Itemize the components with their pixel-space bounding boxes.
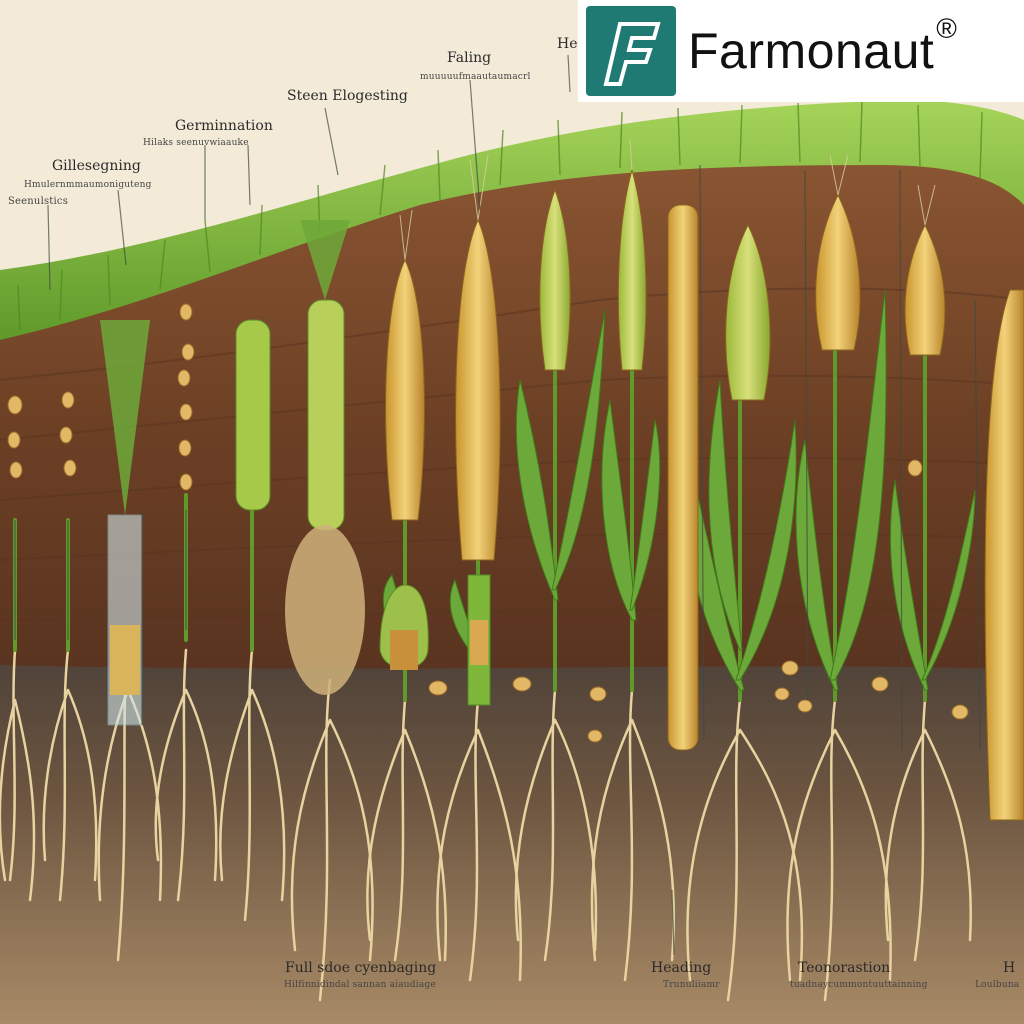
grass-strip [0,100,1024,340]
deep-soil [0,640,1024,1024]
label-ripening-sub: tuadnaycummontuuttainning [790,980,928,990]
label-full-stage: Full sdoe cyenbaging [285,960,437,976]
wheat-awns [399,139,936,261]
label-pointer-lines [14,54,981,956]
brand-logo: Farmonaut ® [578,0,1024,102]
label-heading-sub: Trunuliiamr [663,980,720,990]
label-falling: Faling [447,50,492,66]
label-falling-sub: muuuuufmaautaumacrl [420,72,531,82]
label-stem-elongation: Steen Elogesting [287,88,408,104]
brand-name: Farmonaut [688,23,935,79]
label-seedling: Seenulstics [8,196,69,207]
label-right-edge-sub: Loulbuna [975,980,1020,990]
registered-mark: ® [936,13,957,44]
soil-seeds [7,303,969,743]
grass-blades [17,101,983,331]
label-tillering: Gillesegning [52,158,141,174]
wheat-heads [385,168,1024,821]
shoot-tubes [100,220,491,726]
label-right-edge: H [1003,960,1016,976]
logo-f-glyph [603,22,661,86]
label-tillering-sub: Hmulernmmaumoniguteng [24,180,152,190]
root-systems [0,638,972,1002]
farmonaut-logo-icon [586,6,676,96]
label-ripening: Teonorastion [798,960,891,976]
label-full-stage-sub: Hilfinnidindal sannan aiaudiage [284,980,436,990]
label-heading-top: He [557,36,578,52]
label-germination: Germinnation [175,118,273,134]
label-germination-sub: Hilaks seenuvwiaauke [143,138,249,148]
label-heading: Heading [651,960,712,976]
topsoil-layer [0,160,1024,670]
